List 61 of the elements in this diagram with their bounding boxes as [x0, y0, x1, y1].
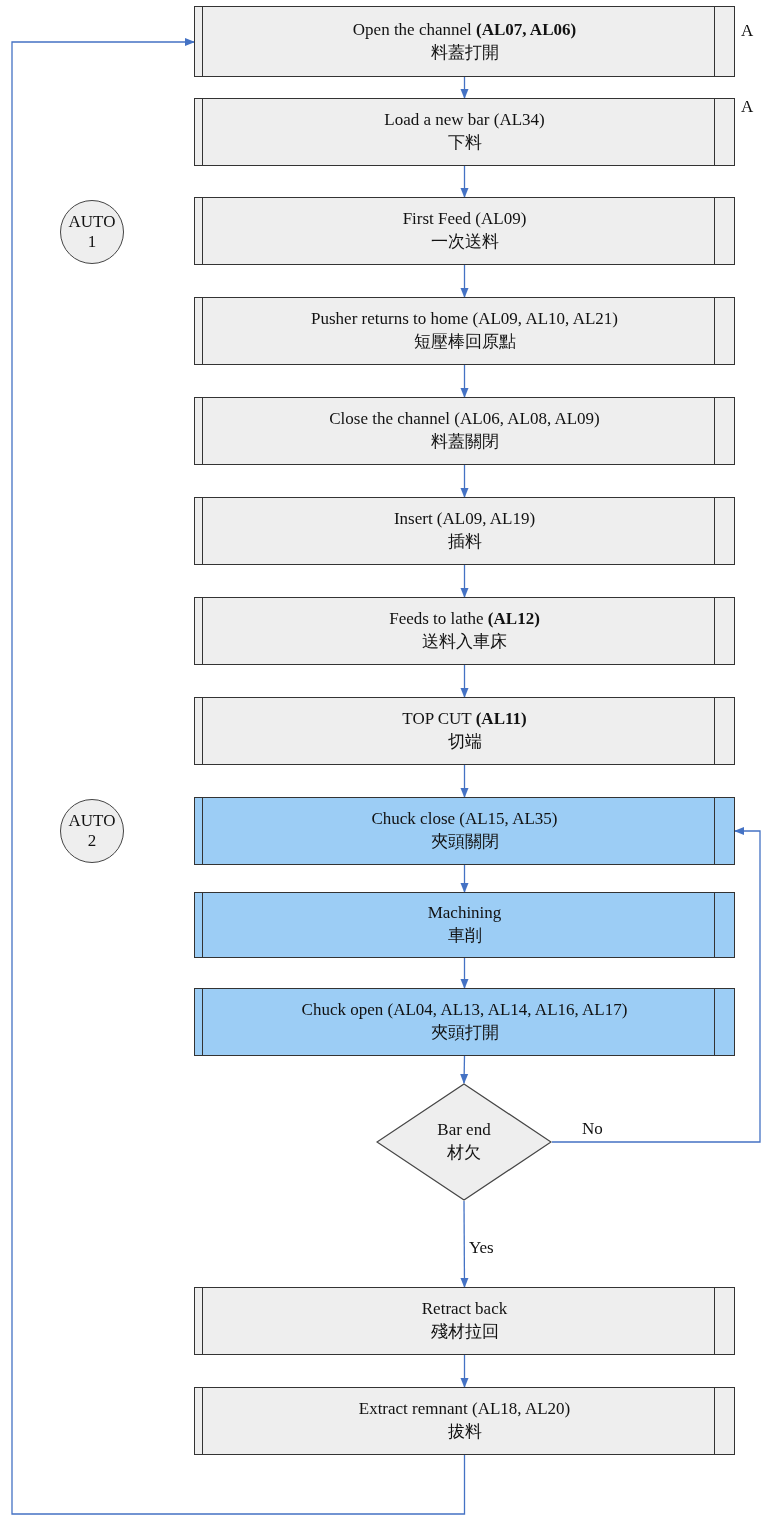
- step-title: Retract back: [421, 1298, 508, 1321]
- step-title: Machining: [427, 902, 502, 925]
- arrow: [460, 664, 469, 698]
- step-subtitle: 料蓋關閉: [430, 431, 499, 453]
- arrow: [460, 264, 469, 298]
- process-box: [194, 297, 735, 365]
- process-box: [194, 397, 735, 465]
- process-box: [194, 797, 735, 865]
- decision-diamond: [376, 1083, 552, 1201]
- decision-text: Bar end: [437, 1119, 491, 1142]
- process-box: [194, 597, 735, 665]
- arrow: [11, 38, 466, 1515]
- step-title: First Feed (AL09): [402, 208, 527, 231]
- process-box: [194, 1387, 735, 1455]
- step-title: Insert (AL09, AL19): [393, 508, 536, 531]
- process-box: [194, 98, 735, 166]
- step-title: Close the channel (AL06, AL08, AL09): [329, 408, 600, 431]
- step-title: Feeds to lathe (AL12): [389, 608, 540, 631]
- step-title: Pusher returns to home (AL09, AL10, AL21): [311, 308, 618, 331]
- step-subtitle: 短壓棒回原點: [413, 331, 516, 353]
- step-title: Chuck close (AL15, AL35): [371, 808, 558, 831]
- process-box: [194, 892, 735, 958]
- step-subtitle: 一次送料: [430, 231, 499, 253]
- step-title: Extract remnant (AL18, AL20): [358, 1398, 571, 1421]
- step-subtitle: 夾頭打開: [430, 1022, 499, 1044]
- arrow: [460, 957, 469, 989]
- arrow: [460, 864, 469, 893]
- step-title: TOP CUT (AL11): [402, 708, 527, 731]
- process-box: [194, 1287, 735, 1355]
- step-title: Chuck open (AL04, AL13, AL14, AL16, AL17): [301, 999, 628, 1022]
- process-box: [194, 697, 735, 765]
- arrow: [460, 1055, 469, 1084]
- process-box: [194, 197, 735, 265]
- process-box: [194, 6, 735, 77]
- arrow: [460, 764, 469, 798]
- step-subtitle: 料蓋打開: [430, 41, 499, 64]
- step-subtitle: 切端: [447, 731, 482, 753]
- arrow: [551, 827, 761, 1143]
- process-box: [194, 988, 735, 1056]
- arrow: [460, 1354, 469, 1388]
- circle-label: AUTO 1: [68, 211, 116, 253]
- side-label: A: [741, 20, 754, 42]
- process-box: [194, 497, 735, 565]
- step-subtitle: 車削: [447, 925, 482, 947]
- step-subtitle: 夾頭關閉: [430, 831, 499, 853]
- step-subtitle: 殘材拉回: [430, 1321, 499, 1343]
- step-subtitle: 拔料: [447, 1421, 482, 1443]
- arrow: [460, 1200, 469, 1288]
- arrow: [460, 165, 469, 198]
- arrow: [460, 564, 469, 598]
- side-label: A: [741, 96, 754, 118]
- step-title: Open the channel (AL07, AL06): [352, 18, 577, 41]
- step-subtitle: 送料入車床: [422, 631, 507, 653]
- arrow: [460, 76, 469, 99]
- step-subtitle: 插料: [447, 531, 482, 553]
- arrow: [460, 464, 469, 498]
- step-title: Load a new bar (AL34): [384, 109, 545, 132]
- arrow: [460, 364, 469, 398]
- circle-label: AUTO 2: [68, 810, 116, 852]
- step-subtitle: 下料: [447, 132, 482, 154]
- decision-text: 材欠: [447, 1142, 481, 1164]
